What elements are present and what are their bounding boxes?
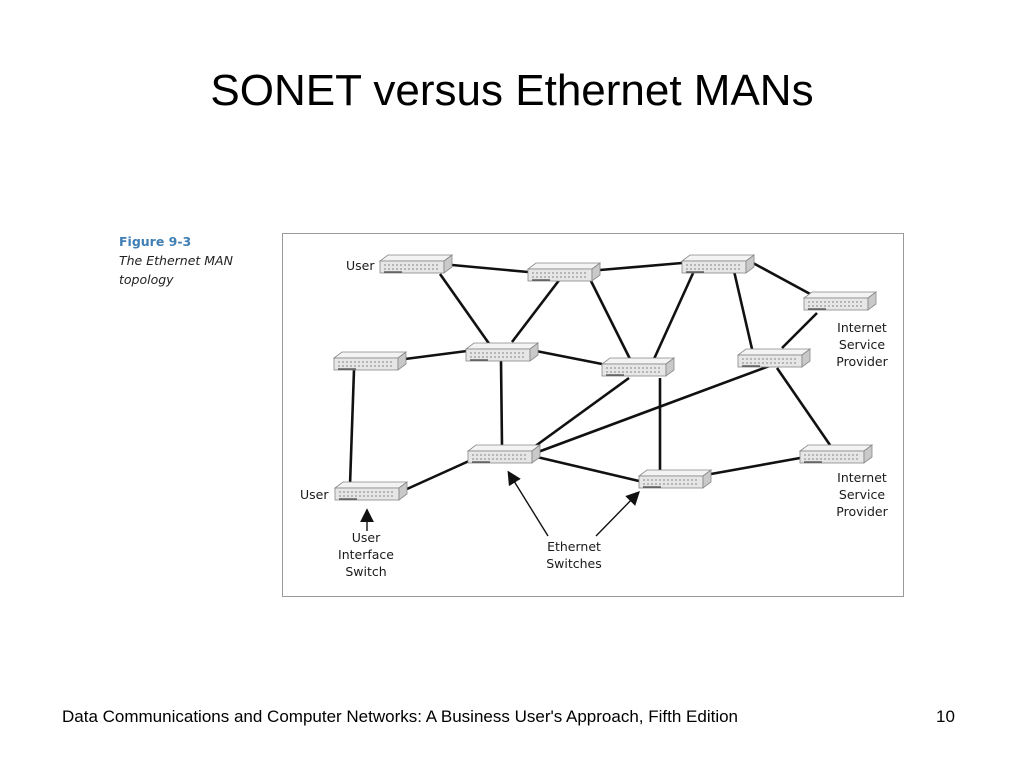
slide-title: SONET versus Ethernet MANs [210, 66, 814, 115]
link [652, 270, 696, 360]
link [710, 456, 801, 476]
annotation-arrows [360, 470, 640, 537]
arrow [595, 490, 640, 537]
es-line-1: Ethernet [547, 539, 601, 554]
figure-frame [282, 233, 904, 597]
figure-number: Figure 9-3 [119, 234, 192, 249]
link [348, 369, 356, 486]
footer-text: Data Communications and Computer Network… [62, 707, 738, 726]
ethernet-switch [379, 254, 453, 274]
isp-bottom-line-3: Provider [836, 504, 888, 519]
user-label-top: User [346, 258, 375, 273]
isp-top-line-3: Provider [836, 354, 888, 369]
link [510, 278, 562, 343]
uis-line-2: Interface [338, 547, 394, 562]
isp-bottom-line-1: Internet [837, 470, 887, 485]
user-label-bottom: User [300, 487, 329, 502]
link [537, 363, 773, 454]
user-interface-switch [334, 481, 408, 501]
uis-line-1: User [352, 530, 381, 545]
link [451, 263, 529, 274]
ethernet-switch [465, 342, 539, 362]
link [536, 455, 640, 483]
figure-description-line-1: The Ethernet MAN [119, 253, 233, 268]
ethernet-switch [601, 357, 675, 377]
link [752, 261, 813, 297]
ethernet-switch [737, 348, 811, 368]
figure-description-line-2: topology [119, 272, 174, 287]
link [406, 459, 470, 491]
uis-line-3: Switch [345, 564, 386, 579]
link [535, 349, 603, 366]
link [775, 367, 832, 446]
ethernet-switch [638, 469, 712, 489]
link [781, 312, 818, 349]
isp-bottom-line-2: Service [839, 487, 886, 502]
link [499, 360, 504, 447]
link [438, 273, 492, 346]
network-links [348, 261, 832, 491]
isp-label-bottom: Internet Service Provider [836, 470, 888, 519]
es-line-2: Switches [546, 556, 602, 571]
isp-switch [803, 291, 877, 311]
ethernet-switch [467, 444, 541, 464]
link [533, 376, 630, 449]
link [588, 278, 632, 360]
user-interface-switch-label: User Interface Switch [338, 530, 394, 579]
ethernet-switch [333, 351, 407, 371]
isp-top-line-2: Service [839, 337, 886, 352]
isp-switch [799, 444, 873, 464]
ethernet-switch [527, 262, 601, 282]
ethernet-switch [681, 254, 755, 274]
ethernet-man-topology-diagram: User User Internet Service Provider Inte… [300, 254, 889, 579]
link [599, 261, 683, 272]
page-number: 10 [936, 707, 955, 726]
link [732, 270, 754, 350]
arrow [507, 470, 549, 537]
figure-caption: Figure 9-3 The Ethernet MAN topology [119, 232, 269, 289]
ethernet-switches-label: Ethernet Switches [546, 539, 602, 571]
isp-top-line-1: Internet [837, 320, 887, 335]
link [404, 349, 468, 361]
isp-label-top: Internet Service Provider [836, 320, 888, 369]
